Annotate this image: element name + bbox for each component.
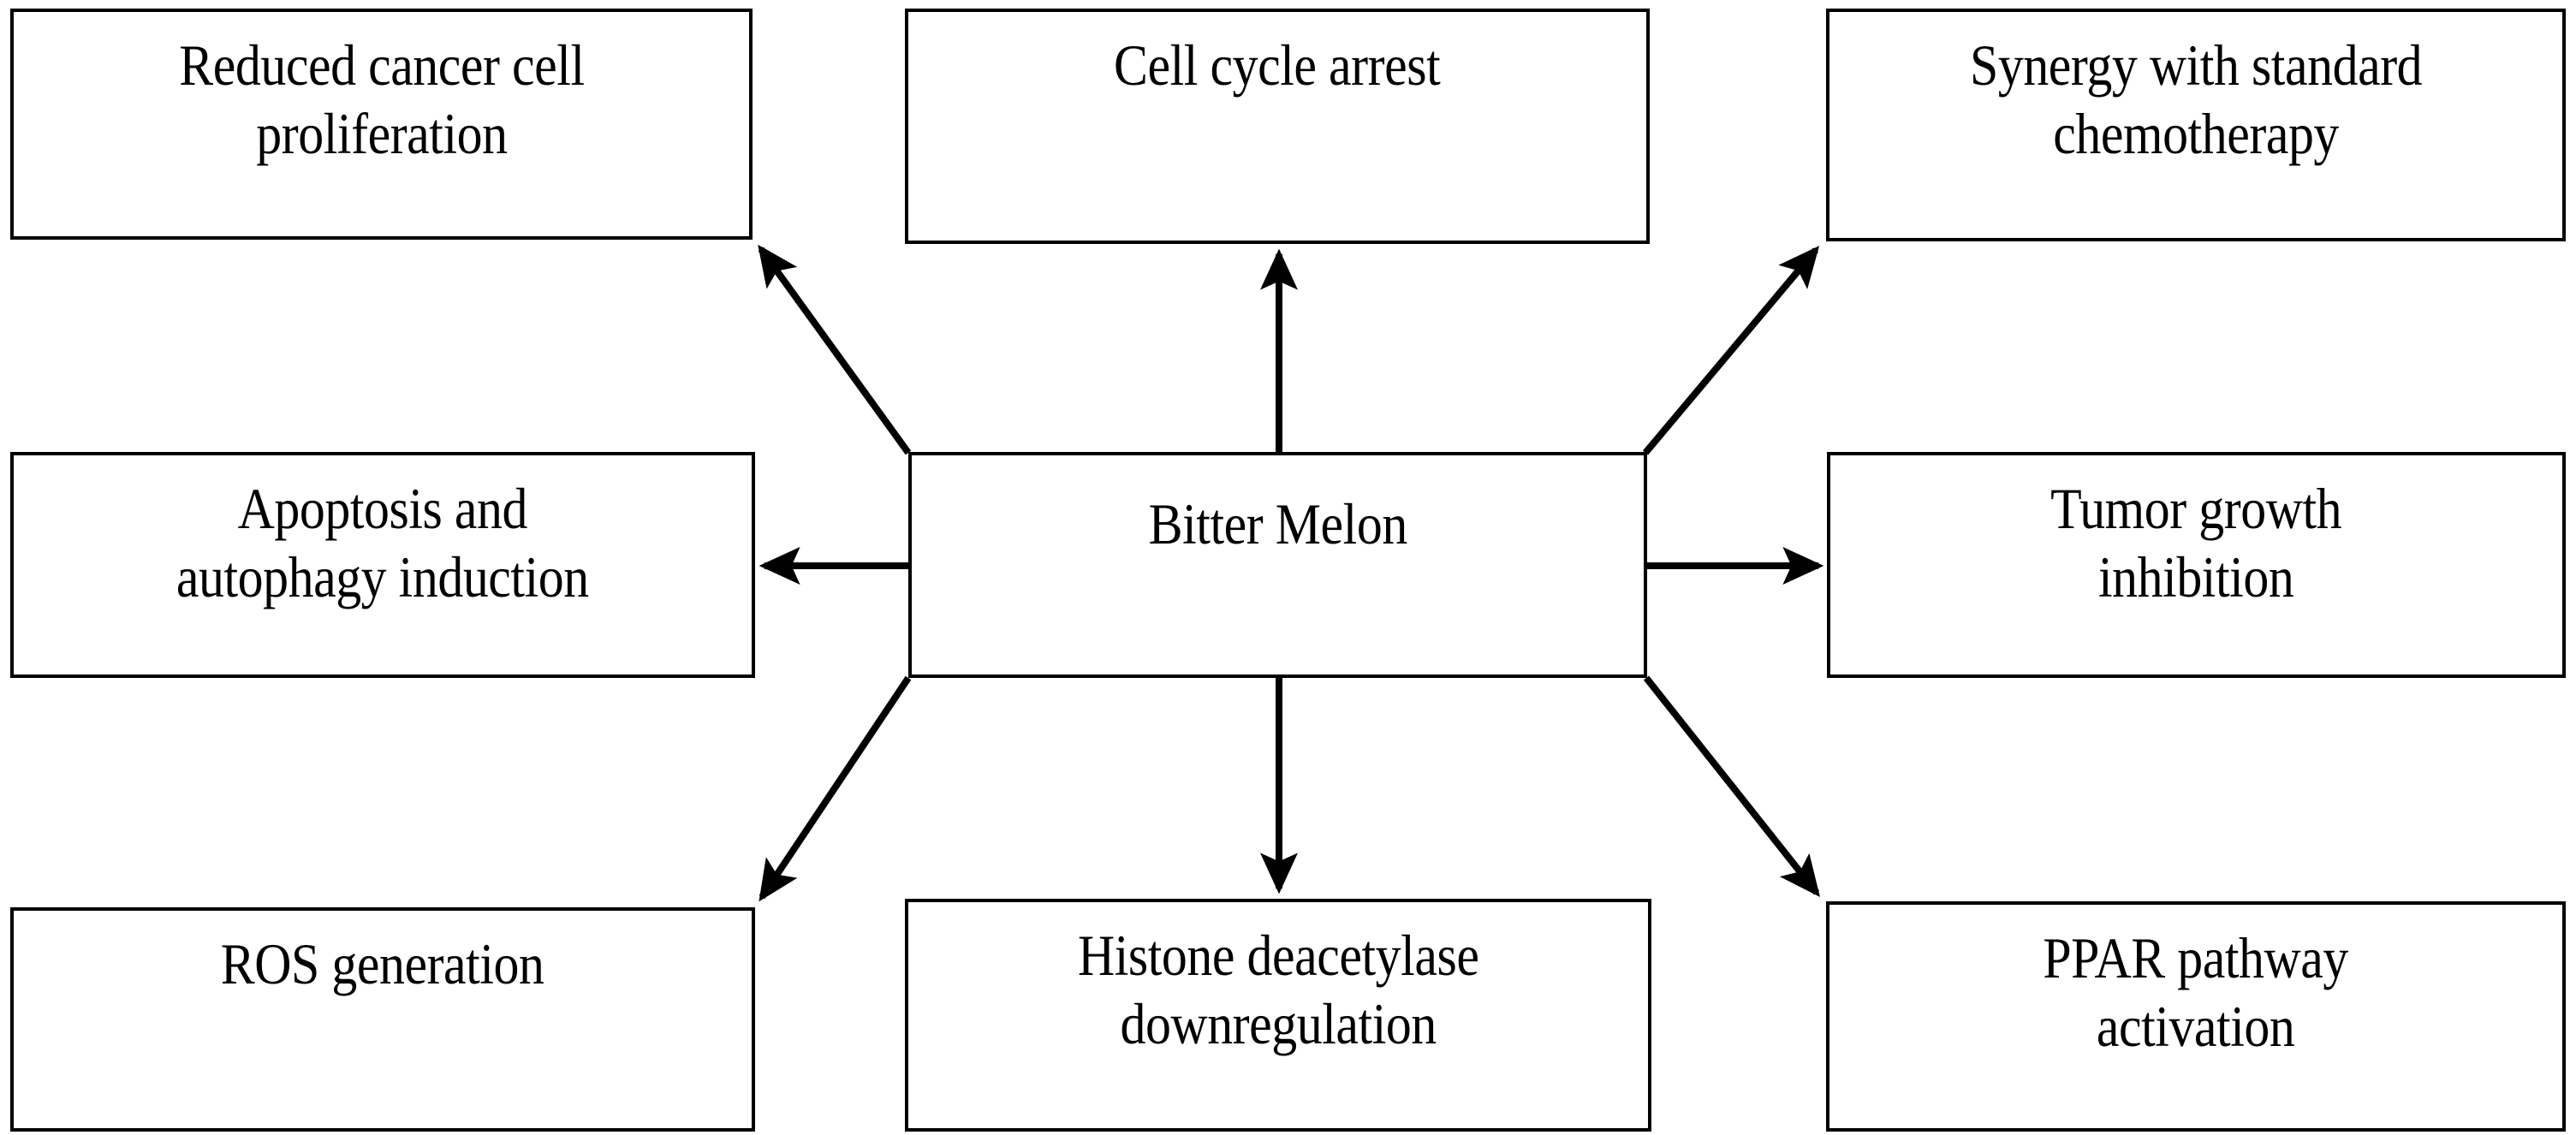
node-cell-cycle-arrest[interactable]: Cell cycle arrest	[905, 9, 1650, 244]
node-ros-generation[interactable]: ROS generation	[10, 907, 755, 1132]
node-histone-deacetylase-downregulation[interactable]: Histone deacetylase downregulation	[905, 899, 1651, 1132]
node-tumor-growth-inhibition[interactable]: Tumor growth inhibition	[1827, 452, 2566, 678]
edge-center-to-bottom-right	[1643, 675, 1820, 898]
edge-center-to-bottom-left	[759, 675, 912, 902]
node-synergy-with-standard-chemotherapy[interactable]: Synergy with standard chemotherapy	[1826, 9, 2566, 241]
node-label: Histone deacetylase downregulation	[1077, 923, 1479, 1057]
node-label: PPAR pathway activation	[2043, 925, 2349, 1060]
node-label: Apoptosis and autophagy induction	[176, 476, 589, 610]
node-bitter-melon-center[interactable]: Bitter Melon	[908, 452, 1647, 678]
node-apoptosis-and-autophagy-induction[interactable]: Apoptosis and autophagy induction	[10, 452, 755, 678]
node-label: ROS generation	[221, 931, 544, 996]
node-label: Tumor growth inhibition	[2050, 476, 2342, 610]
node-reduced-cancer-cell-proliferation[interactable]: Reduced cancer cell proliferation	[10, 9, 753, 240]
center-node-label: Bitter Melon	[1148, 491, 1407, 556]
node-label: Cell cycle arrest	[1114, 33, 1441, 98]
node-label: Synergy with standard chemotherapy	[1969, 33, 2423, 167]
edge-center-to-top-right	[1642, 246, 1820, 455]
node-label: Reduced cancer cell proliferation	[178, 33, 585, 167]
edge-center-to-top-left	[758, 244, 912, 455]
node-ppar-pathway-activation[interactable]: PPAR pathway activation	[1826, 901, 2566, 1132]
